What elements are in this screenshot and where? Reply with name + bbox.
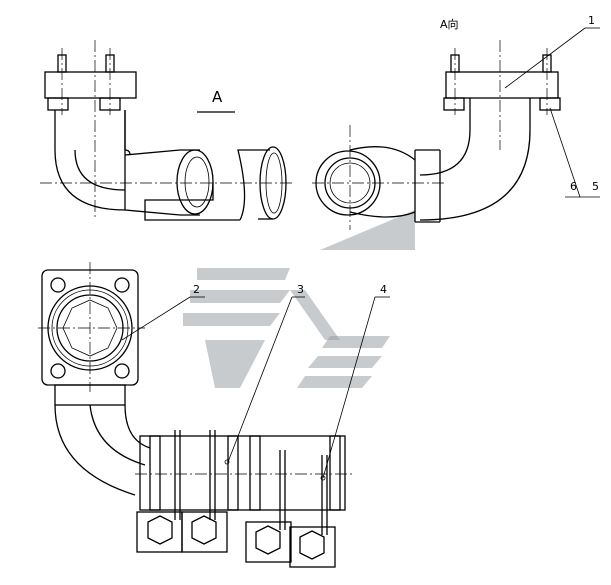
- elbow-view-a: A向: [312, 17, 561, 230]
- part-number-4: 4: [380, 283, 387, 296]
- part-number-5: 5: [592, 180, 599, 193]
- part-number-1: 1: [588, 14, 595, 27]
- pipe-assembly-view: [38, 262, 355, 568]
- part-number-6: 6: [570, 180, 577, 193]
- part-callouts: 1 2 3 4 5 6: [121, 14, 600, 479]
- view-label: A: [212, 88, 223, 106]
- part-number-2: 2: [193, 283, 200, 296]
- watermark-logo: [183, 210, 415, 388]
- part-number-3: 3: [297, 283, 304, 296]
- elbow-side-view: [40, 40, 295, 221]
- section-label: A: [197, 88, 235, 113]
- view-direction-label: A向: [440, 17, 459, 31]
